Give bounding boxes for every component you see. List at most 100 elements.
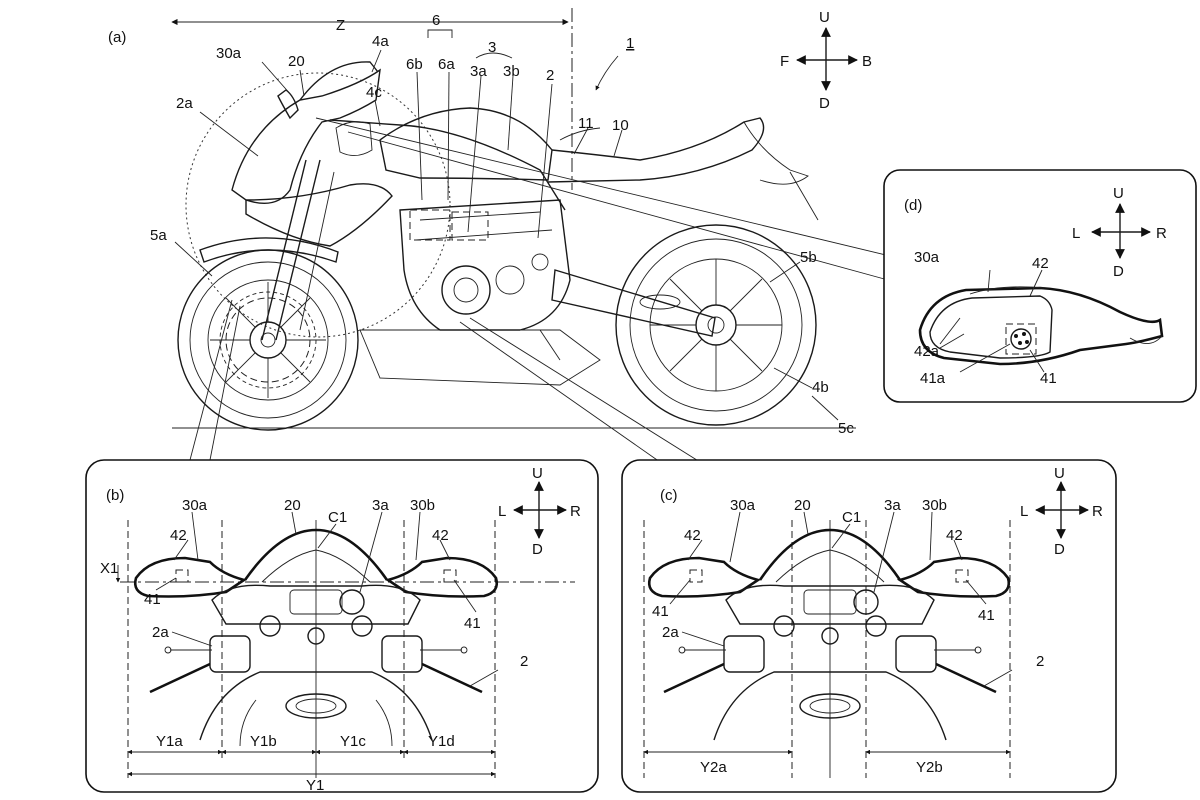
front-fender bbox=[199, 237, 339, 263]
b-dir-up: U bbox=[532, 465, 543, 482]
c-dir-left: L bbox=[1020, 503, 1028, 520]
panel-a-side-view: (a) Z 1 U D F B bbox=[108, 8, 891, 463]
label-11: 11 bbox=[578, 115, 594, 132]
label-20: 20 bbox=[288, 53, 305, 70]
label-5a: 5a bbox=[150, 227, 167, 244]
d-label-42a: 42a bbox=[914, 343, 940, 360]
handlebar-cluster bbox=[335, 121, 373, 156]
left-mirror-c bbox=[647, 556, 762, 598]
b-label-2a: 2a bbox=[152, 624, 169, 641]
c-label-2: 2 bbox=[1036, 653, 1044, 670]
d-dir-left: L bbox=[1072, 225, 1080, 242]
rear-wheel bbox=[615, 224, 817, 426]
label-3b: 3b bbox=[503, 63, 520, 80]
front-fairing bbox=[231, 61, 393, 247]
panel-d-label: (d) bbox=[904, 197, 922, 214]
panel-b-label: (b) bbox=[106, 487, 124, 504]
z-label: Z bbox=[336, 17, 345, 34]
b-label-y1c: Y1c bbox=[340, 733, 366, 750]
c-label-c1: C1 bbox=[842, 509, 861, 526]
dir-back-label: B bbox=[862, 53, 872, 70]
label-6b: 6b bbox=[406, 56, 423, 73]
c-label-20: 20 bbox=[794, 497, 811, 514]
b-label-x1: X1 bbox=[100, 560, 118, 577]
windscreen-c bbox=[758, 528, 902, 581]
right-sensor-c bbox=[955, 569, 969, 583]
c-label-30b: 30b bbox=[922, 497, 947, 514]
b-label-41-left: 41 bbox=[144, 591, 161, 608]
d-dir-up: U bbox=[1113, 185, 1124, 202]
dir-up-label: U bbox=[819, 9, 830, 26]
label-2: 2 bbox=[546, 67, 554, 84]
direction-indicator-c: U D L R bbox=[1020, 465, 1103, 558]
figure-ref-label: 1 bbox=[626, 35, 634, 52]
sensor-window bbox=[1005, 323, 1037, 355]
connector-to-c-right bbox=[469, 317, 701, 463]
b-dir-left: L bbox=[498, 503, 506, 520]
b-label-3a: 3a bbox=[372, 497, 389, 514]
connector-to-b-left bbox=[189, 299, 233, 461]
d-label-41: 41 bbox=[1040, 370, 1057, 387]
cockpit-c bbox=[663, 584, 997, 741]
label-3a: 3a bbox=[470, 63, 487, 80]
b-label-30a: 30a bbox=[182, 497, 208, 514]
panel-d-mirror-detail: (d) U D L R 30a bbox=[883, 169, 1197, 403]
leaders-a bbox=[174, 29, 839, 421]
b-label-c1: C1 bbox=[328, 509, 347, 526]
label-10: 10 bbox=[612, 117, 629, 134]
c-label-30a: 30a bbox=[730, 497, 756, 514]
d-label-41a: 41a bbox=[920, 370, 946, 387]
b-label-y1b: Y1b bbox=[250, 733, 277, 750]
sensor-icon bbox=[1010, 328, 1032, 350]
panel-c-frame bbox=[621, 459, 1117, 793]
panel-c-front-view: (c) U D L R bbox=[621, 459, 1117, 793]
fuel-tank-and-seat bbox=[379, 107, 819, 221]
panel-a-label: (a) bbox=[108, 29, 126, 46]
mirror-closeup bbox=[918, 286, 1164, 366]
label-6a: 6a bbox=[438, 56, 455, 73]
label-3: 3 bbox=[488, 39, 496, 56]
dir-down-label: D bbox=[819, 95, 830, 112]
c-dir-down: D bbox=[1054, 541, 1065, 558]
b-dir-right: R bbox=[570, 503, 581, 520]
b-label-y1: Y1 bbox=[306, 777, 324, 794]
c-label-y2b: Y2b bbox=[916, 759, 943, 776]
swingarm bbox=[551, 269, 716, 337]
right-mirror-c bbox=[896, 556, 1011, 598]
d-dir-down: D bbox=[1113, 263, 1124, 280]
figure-ref-leader bbox=[595, 55, 619, 91]
panel-d-frame bbox=[883, 169, 1197, 403]
direction-indicator-a: U D F B bbox=[780, 9, 872, 112]
c-label-y2a: Y2a bbox=[700, 759, 727, 776]
c-label-41-right: 41 bbox=[978, 607, 995, 624]
c-label-41-left: 41 bbox=[652, 603, 669, 620]
label-4c: 4c bbox=[366, 84, 382, 101]
windscreen-b bbox=[243, 528, 389, 581]
label-30a: 30a bbox=[216, 45, 242, 62]
b-dir-down: D bbox=[532, 541, 543, 558]
c-dir-up: U bbox=[1054, 465, 1065, 482]
connector-to-b-right bbox=[209, 305, 241, 461]
b-label-20: 20 bbox=[284, 497, 301, 514]
d-dir-right: R bbox=[1156, 225, 1167, 242]
left-sensor-b bbox=[175, 569, 189, 583]
label-4a: 4a bbox=[372, 33, 389, 50]
b-label-42-right: 42 bbox=[432, 527, 449, 544]
panel-b-front-view: (b) U D L R bbox=[85, 459, 599, 794]
b-label-y1d: Y1d bbox=[428, 733, 455, 750]
c-label-2a: 2a bbox=[662, 624, 679, 641]
b-label-41-right: 41 bbox=[464, 615, 481, 632]
direction-indicator-b: U D L R bbox=[498, 465, 581, 558]
front-wheel bbox=[177, 249, 359, 431]
frame-spar bbox=[329, 119, 566, 211]
c-label-3a: 3a bbox=[884, 497, 901, 514]
panel-c-label: (c) bbox=[660, 487, 678, 504]
connector-to-d-lower bbox=[347, 131, 889, 281]
direction-indicator-d: U D L R bbox=[1072, 185, 1167, 280]
c-label-42-left: 42 bbox=[684, 527, 701, 544]
b-label-2: 2 bbox=[520, 653, 528, 670]
label-6: 6 bbox=[432, 12, 440, 29]
magnifier-circle bbox=[185, 72, 451, 338]
right-sensor-b bbox=[443, 569, 457, 583]
